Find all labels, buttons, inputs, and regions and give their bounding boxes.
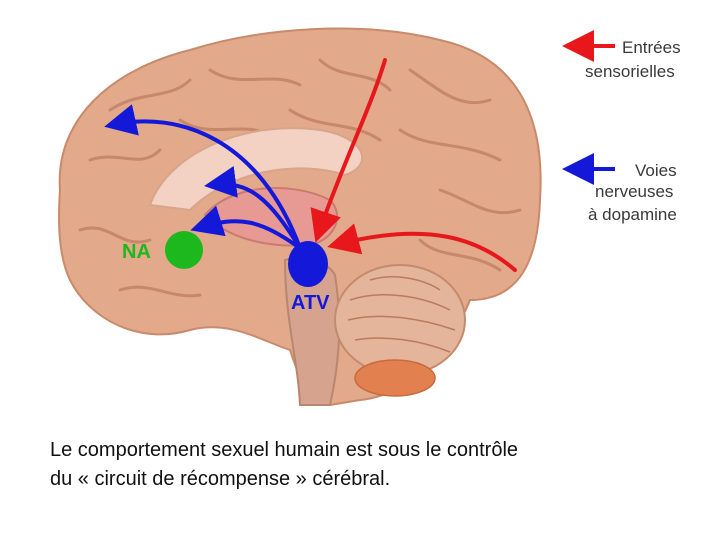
vta-marker bbox=[288, 241, 328, 287]
caption-line-2: du « circuit de récompense » cérébral. bbox=[50, 468, 391, 490]
cerebellum bbox=[334, 264, 466, 376]
sensory-arrows bbox=[310, 58, 517, 272]
caption-line-1: Le comportement sexuel humain est sous l… bbox=[50, 439, 519, 461]
legend-dopamine-line1: Voies bbox=[635, 161, 677, 180]
legend-dopamine-line2: nerveuses bbox=[595, 182, 673, 201]
corpus-callosum bbox=[148, 127, 364, 212]
legend-sensory: Entrées sensorielles bbox=[562, 30, 681, 81]
nucleus-accumbens-label: NA bbox=[122, 241, 151, 263]
legend-dopamine: Voies nerveuses à dopamine bbox=[562, 153, 677, 224]
cortex-folds bbox=[78, 58, 522, 298]
vta-label: ATV bbox=[291, 292, 330, 314]
caption: Le comportement sexuel humain est sous l… bbox=[50, 436, 710, 494]
legend-sensory-line2: sensorielles bbox=[585, 62, 675, 81]
dopamine-arrows bbox=[104, 104, 302, 250]
legend-sensory-line1: Entrées bbox=[622, 38, 681, 57]
nucleus-accumbens-marker bbox=[165, 231, 203, 269]
pons bbox=[354, 359, 436, 397]
legend-dopamine-line3: à dopamine bbox=[588, 205, 677, 224]
cerebellum-folds bbox=[347, 276, 456, 353]
